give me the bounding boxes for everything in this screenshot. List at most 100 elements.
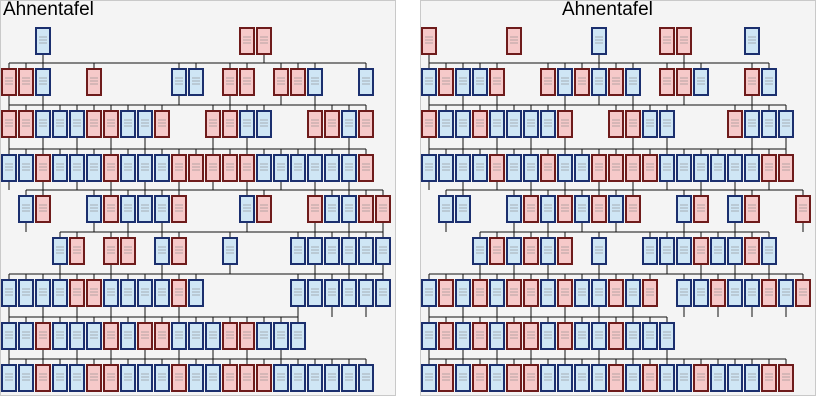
person-box-female[interactable] (642, 279, 658, 307)
person-box-male[interactable] (744, 154, 760, 182)
person-box-female[interactable] (506, 27, 522, 55)
person-box-male[interactable] (472, 154, 488, 182)
person-box-female[interactable] (222, 110, 238, 138)
person-box-male[interactable] (120, 110, 136, 138)
person-box-female[interactable] (239, 322, 255, 350)
person-box-male[interactable] (239, 195, 255, 223)
person-box-male[interactable] (455, 154, 471, 182)
person-box-female[interactable] (69, 237, 85, 265)
person-box-female[interactable] (472, 322, 488, 350)
person-box-female[interactable] (239, 364, 255, 392)
person-box-male[interactable] (523, 110, 539, 138)
person-box-female[interactable] (256, 195, 272, 223)
person-box-female[interactable] (35, 154, 51, 182)
person-box-female[interactable] (761, 279, 777, 307)
person-box-female[interactable] (18, 68, 34, 96)
person-box-male[interactable] (256, 110, 272, 138)
person-box-female[interactable] (103, 364, 119, 392)
person-box-female[interactable] (239, 154, 255, 182)
person-box-male[interactable] (625, 68, 641, 96)
person-box-male[interactable] (290, 364, 306, 392)
person-box-male[interactable] (421, 154, 437, 182)
person-box-female[interactable] (744, 195, 760, 223)
person-box-female[interactable] (540, 68, 556, 96)
person-box-male[interactable] (438, 195, 454, 223)
person-box-male[interactable] (727, 364, 743, 392)
person-box-male[interactable] (574, 279, 590, 307)
person-box-male[interactable] (188, 68, 204, 96)
person-box-male[interactable] (341, 279, 357, 307)
person-box-male[interactable] (18, 195, 34, 223)
person-box-female[interactable] (761, 364, 777, 392)
person-box-male[interactable] (438, 110, 454, 138)
person-box-male[interactable] (52, 322, 68, 350)
person-box-male[interactable] (744, 27, 760, 55)
person-box-male[interactable] (324, 364, 340, 392)
person-box-male[interactable] (307, 364, 323, 392)
person-box-male[interactable] (35, 68, 51, 96)
person-box-female[interactable] (523, 195, 539, 223)
person-box-male[interactable] (18, 154, 34, 182)
person-box-male[interactable] (69, 110, 85, 138)
person-box-male[interactable] (256, 322, 272, 350)
person-box-male[interactable] (324, 279, 340, 307)
person-box-female[interactable] (489, 237, 505, 265)
person-box-female[interactable] (171, 279, 187, 307)
person-box-female[interactable] (540, 154, 556, 182)
person-box-male[interactable] (642, 110, 658, 138)
person-box-male[interactable] (489, 110, 505, 138)
person-box-male[interactable] (324, 237, 340, 265)
person-box-female[interactable] (358, 154, 374, 182)
person-box-male[interactable] (256, 154, 272, 182)
person-box-male[interactable] (69, 364, 85, 392)
person-box-male[interactable] (120, 154, 136, 182)
person-box-female[interactable] (421, 27, 437, 55)
person-box-male[interactable] (455, 110, 471, 138)
person-box-female[interactable] (256, 27, 272, 55)
person-box-female[interactable] (171, 364, 187, 392)
person-box-male[interactable] (693, 68, 709, 96)
person-box-male[interactable] (35, 110, 51, 138)
person-box-female[interactable] (438, 364, 454, 392)
person-box-male[interactable] (591, 322, 607, 350)
person-box-male[interactable] (358, 279, 374, 307)
person-box-female[interactable] (35, 364, 51, 392)
person-box-female[interactable] (35, 322, 51, 350)
person-box-female[interactable] (154, 322, 170, 350)
person-box-female[interactable] (222, 322, 238, 350)
person-box-male[interactable] (727, 237, 743, 265)
person-box-male[interactable] (676, 279, 692, 307)
person-box-female[interactable] (86, 68, 102, 96)
person-box-female[interactable] (676, 68, 692, 96)
person-box-male[interactable] (205, 364, 221, 392)
person-box-male[interactable] (608, 195, 624, 223)
person-box-male[interactable] (574, 364, 590, 392)
person-box-male[interactable] (744, 364, 760, 392)
person-box-male[interactable] (86, 195, 102, 223)
person-box-female[interactable] (557, 195, 573, 223)
person-box-female[interactable] (205, 154, 221, 182)
person-box-male[interactable] (710, 364, 726, 392)
person-box-female[interactable] (120, 237, 136, 265)
person-box-male[interactable] (744, 110, 760, 138)
person-box-female[interactable] (642, 364, 658, 392)
person-box-male[interactable] (358, 364, 374, 392)
person-box-male[interactable] (472, 68, 488, 96)
person-box-female[interactable] (625, 154, 641, 182)
person-box-female[interactable] (778, 154, 794, 182)
person-box-male[interactable] (489, 364, 505, 392)
person-box-male[interactable] (506, 195, 522, 223)
person-box-female[interactable] (1, 110, 17, 138)
person-box-male[interactable] (625, 279, 641, 307)
person-box-male[interactable] (137, 110, 153, 138)
person-box-male[interactable] (557, 364, 573, 392)
person-box-male[interactable] (154, 154, 170, 182)
person-box-female[interactable] (290, 68, 306, 96)
person-box-male[interactable] (18, 364, 34, 392)
person-box-male[interactable] (574, 154, 590, 182)
person-box-female[interactable] (35, 195, 51, 223)
person-box-female[interactable] (171, 154, 187, 182)
person-box-male[interactable] (506, 237, 522, 265)
person-box-male[interactable] (540, 237, 556, 265)
person-box-female[interactable] (761, 154, 777, 182)
